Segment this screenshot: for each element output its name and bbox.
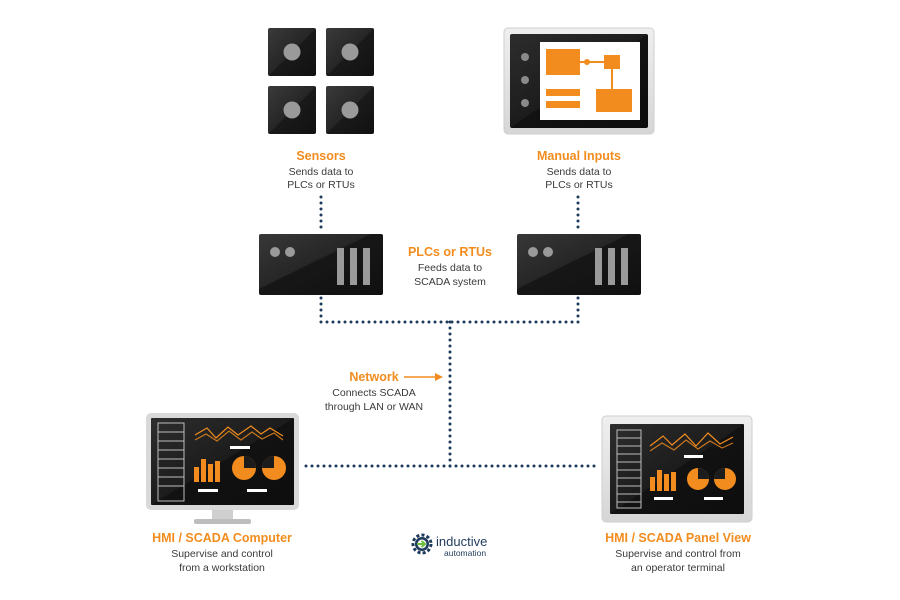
sensor-icon: [326, 28, 374, 76]
plc-right-icon: [517, 234, 641, 295]
gear-arrow-icon: [411, 533, 433, 555]
network-label: Network Connects SCADA through LAN or WA…: [325, 370, 443, 413]
sensors-title: Sensors: [296, 149, 345, 163]
logo-text-line-1: inductive: [436, 534, 487, 549]
hmi-panel-view-icon: [601, 415, 753, 523]
hmi-computer-monitor-icon: [146, 413, 299, 524]
plcs-desc-line-2: SCADA system: [414, 276, 486, 288]
hmi-computer-desc-line-1: Supervise and control: [171, 548, 273, 560]
connector-plc-left-bus: [319, 296, 452, 324]
manual-input-panel-icon: [503, 27, 655, 135]
inductive-automation-logo: inductive automation: [411, 533, 487, 558]
network-title: Network: [349, 370, 398, 384]
hmi-panel-desc-line-1: Supervise and control from: [615, 548, 741, 560]
sensor-icon: [268, 28, 316, 76]
sensors-desc-line-2: PLCs or RTUs: [287, 179, 355, 191]
hmi-panel-desc-line-2: an operator terminal: [631, 562, 725, 574]
connector-plc-right-bus: [448, 296, 580, 324]
sensors-desc-line-1: Sends data to: [289, 166, 354, 178]
manual-inputs-title: Manual Inputs: [537, 149, 621, 163]
hmi-computer-desc-line-2: from a workstation: [179, 562, 265, 574]
connectors: [303, 195, 602, 468]
plcs-title: PLCs or RTUs: [408, 245, 492, 259]
hmi-computer-title: HMI / SCADA Computer: [152, 531, 292, 545]
hmi-panel-title: HMI / SCADA Panel View: [605, 531, 751, 545]
plcs-desc-line-1: Feeds data to: [418, 262, 482, 274]
network-arrow-head: [435, 373, 443, 381]
network-desc-line-1: Connects SCADA: [332, 387, 415, 399]
sensors-group: Sensors Sends data to PLCs or RTUs: [268, 28, 374, 191]
manual-inputs-desc-line-2: PLCs or RTUs: [545, 179, 613, 191]
logo-text-line-2: automation: [444, 548, 486, 558]
manual-inputs-desc-line-1: Sends data to: [547, 166, 612, 178]
sensor-icon: [326, 86, 374, 134]
plc-left-icon: [259, 234, 383, 295]
sensor-icon: [268, 86, 316, 134]
manual-inputs-group: Manual Inputs Sends data to PLCs or RTUs: [503, 27, 655, 191]
network-desc-line-2: through LAN or WAN: [325, 401, 423, 413]
